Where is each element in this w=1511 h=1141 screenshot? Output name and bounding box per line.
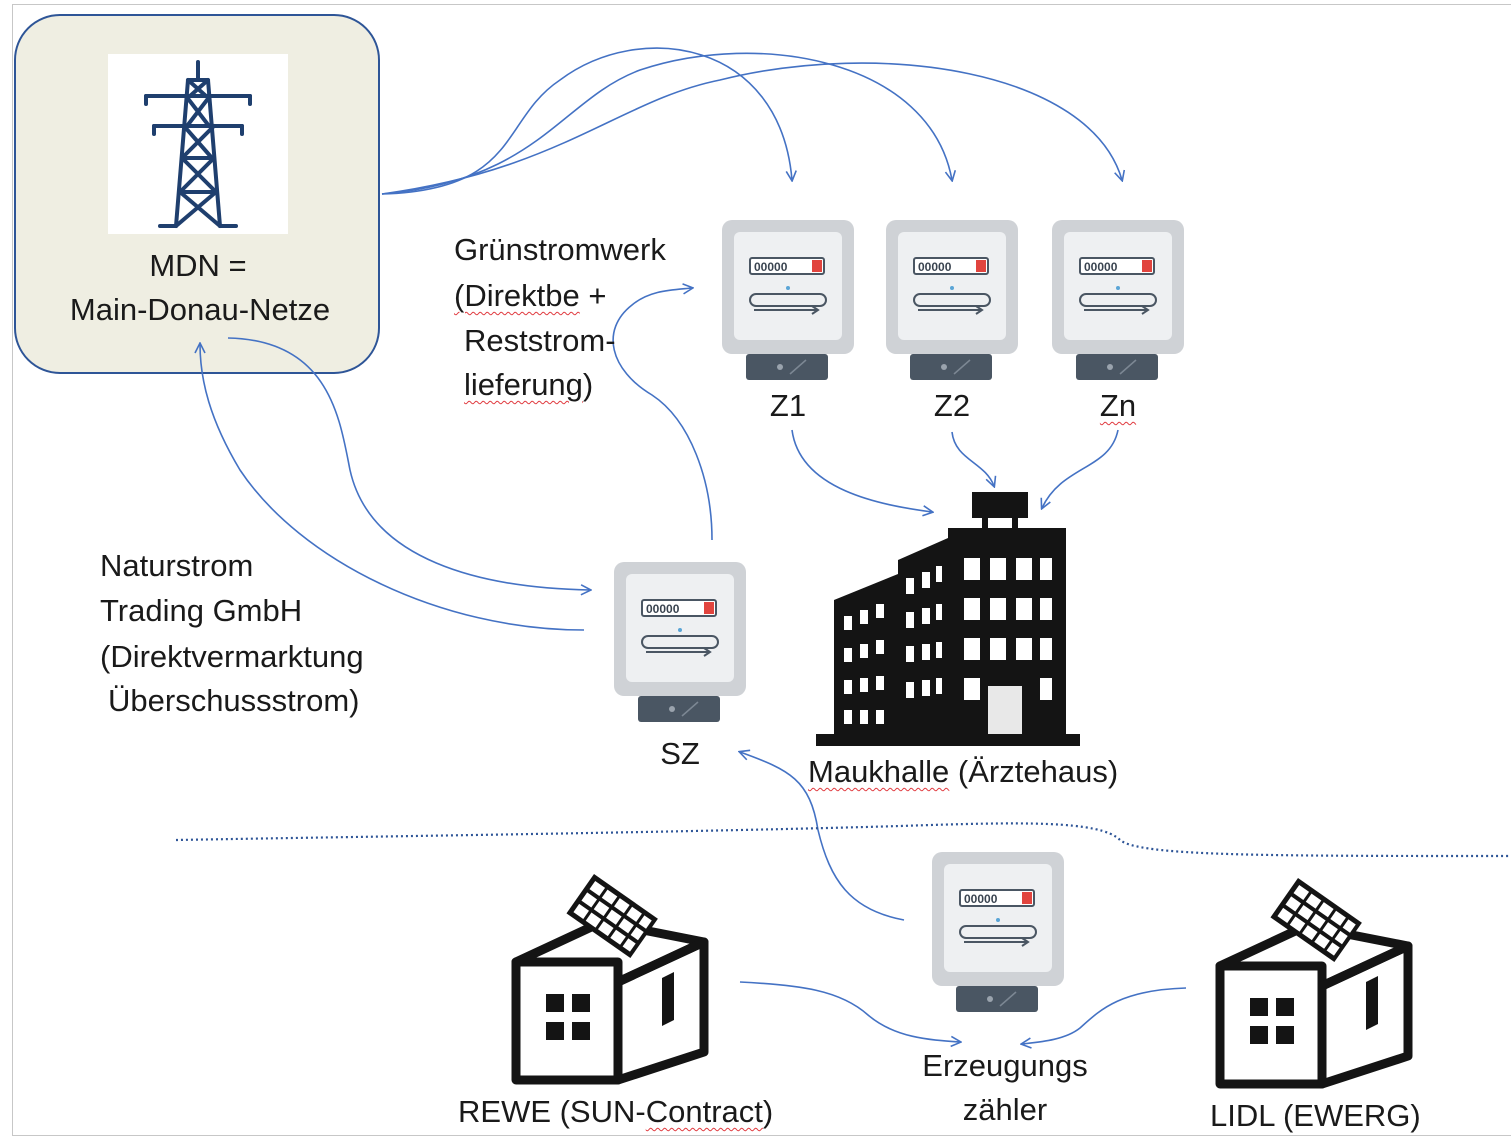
meter-z1-label: Z1 (769, 388, 807, 423)
arrow-gen-sz (740, 752, 905, 921)
rewe-paren: ) (762, 1094, 774, 1129)
arrow-lidl-gen (1022, 987, 1187, 1044)
arrow-z1-building (791, 429, 932, 512)
svg-text:00000: 00000 (1084, 260, 1118, 274)
office-building-icon (816, 492, 1080, 746)
green-supplier-direct: (Direktbe (454, 278, 580, 313)
green-supplier-line4: lieferung) (464, 367, 593, 403)
grid-boundary-line (175, 822, 1511, 858)
green-supplier-name: Grünstromwerk (454, 232, 666, 267)
trader-line3: (Direktvermarktung (100, 639, 364, 674)
trader-line4: Überschussstrom) (108, 683, 360, 718)
meter-sz-label: SZ (660, 736, 700, 771)
rewe-name: REWE (SUN- (458, 1094, 646, 1129)
trader-line1: Naturstrom (100, 548, 254, 583)
meter-sz-icon: 00000 (614, 562, 746, 722)
svg-text:00000: 00000 (918, 260, 952, 274)
green-supplier-paren: ) (582, 367, 594, 402)
svg-text:00000: 00000 (964, 892, 998, 906)
rewe-solar-house-icon (511, 874, 709, 1085)
lidl-solar-house-icon (1215, 878, 1413, 1089)
mdn-full-name: Main-Donau-Netze (69, 292, 331, 327)
trader-line2: Trading GmbH (100, 593, 303, 628)
lidl-label: LIDL (EWERG) (1210, 1098, 1421, 1133)
pylon-icon (108, 54, 288, 234)
svg-text:00000: 00000 (646, 602, 680, 616)
green-supplier-delivery: lieferung (464, 367, 583, 402)
arrow-sz-mdn (200, 344, 585, 631)
page-frame (12, 4, 1511, 1136)
meter-zn-text: Zn (1099, 388, 1137, 423)
arrow-mdn-z2 (381, 52, 952, 195)
consumer-label: Maukhalle (Ärztehaus) (808, 754, 1118, 790)
rewe-contract: Contract (645, 1094, 763, 1129)
meter-generation-icon: 00000 (932, 852, 1064, 1012)
consumer-type: (Ärztehaus) (949, 754, 1119, 789)
gen-meter-line1: Erzeugungs (922, 1048, 1088, 1083)
meter-z1-icon: 00000 (722, 220, 854, 380)
arrow-mdn-zn (381, 62, 1122, 195)
arrow-sz-green (612, 288, 713, 541)
meter-zn-icon: 00000 (1052, 220, 1184, 380)
meter-zn-label: Zn (1078, 388, 1158, 424)
svg-text:00000: 00000 (754, 260, 788, 274)
green-supplier-line2: (Direktbe + (454, 278, 606, 314)
meter-z2-label: Z2 (933, 388, 971, 423)
arrow-mdn-z1 (381, 47, 792, 195)
arrow-z2-building (951, 431, 994, 486)
arrow-rewe-gen (739, 981, 960, 1042)
arrow-mdn-sz (227, 337, 590, 590)
mdn-label: MDN = (149, 248, 247, 283)
consumer-name: Maukhalle (808, 754, 950, 789)
gen-meter-line2: zähler (962, 1092, 1048, 1127)
green-supplier-line3: Reststrom- (464, 323, 616, 358)
rewe-label: REWE (SUN-Contract) (458, 1094, 773, 1130)
arrow-zn-building (1042, 429, 1119, 508)
meter-z2-icon: 00000 (886, 220, 1018, 380)
green-supplier-plus: + (579, 278, 607, 313)
